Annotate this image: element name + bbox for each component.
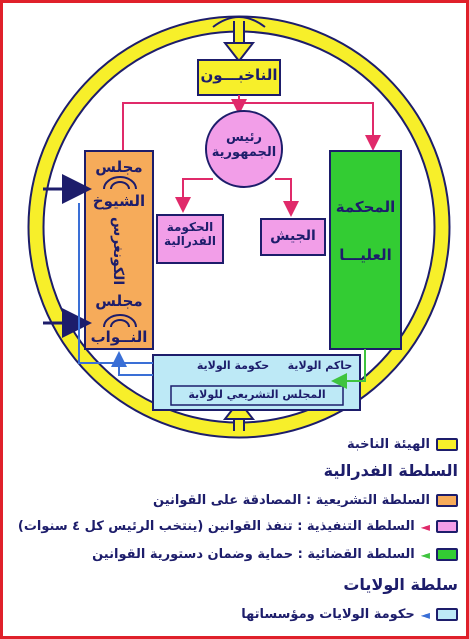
blue-arrow-icon: ◄ — [420, 607, 430, 622]
pink-arrow-icon: ◄ — [420, 519, 430, 534]
legend-states-text: حكومة الولايات ومؤسساتها — [241, 607, 415, 622]
legend-electoral-body: الهيئة الناخبة — [347, 437, 458, 452]
army-label: الجيش — [270, 228, 316, 244]
yellow-swatch — [436, 438, 458, 451]
supreme-court-label-1: المحكمة — [335, 198, 396, 216]
legend-federal-heading: السلطة الفدرالية — [323, 461, 458, 480]
legend-executive: ◄ السلطة التنفيذية : تنفذ القوانين (ينتخ… — [18, 519, 458, 534]
state-governor-label: حاكم الولاية — [287, 359, 353, 372]
orange-swatch — [436, 494, 458, 507]
state-legislature-label: المجلس التشريعي للولاية — [188, 388, 326, 401]
green-arrow-icon: ◄ — [420, 547, 430, 562]
legend-states-heading: سلطة الولايات — [343, 575, 458, 594]
diagram-graphics — [27, 15, 451, 439]
senate-label-1: مجلس — [95, 158, 143, 176]
president-label: رئيس الجمهورية — [211, 130, 277, 161]
legend-legislative: السلطة التشريعية : المصادقة على القوانين — [153, 493, 458, 508]
electorate-box — [197, 59, 281, 96]
electorate-label: الناخبـــون — [200, 66, 278, 84]
legend-judicial-text: السلطة القضائية : حماية وضمان دستورية ال… — [92, 547, 415, 562]
legend-states: ◄ حكومة الولايات ومؤسساتها — [241, 607, 458, 622]
president-text: رئيس الجمهورية — [211, 130, 277, 160]
legend-electoral-body-text: الهيئة الناخبة — [346, 437, 430, 452]
army-box — [260, 218, 326, 256]
house-label-1: مجلس — [95, 292, 143, 310]
federal-government-label: الحكومة الفدرالية — [164, 220, 216, 248]
legend: الهيئة الناخبة السلطة الفدرالية السلطة ا… — [3, 437, 458, 637]
federal-government-box — [156, 214, 224, 264]
green-swatch — [436, 548, 458, 561]
legend-legislative-text: السلطة التشريعية : المصادقة على القوانين — [153, 493, 430, 508]
president-circle — [205, 110, 283, 188]
light-blue-swatch — [436, 608, 458, 621]
pink-swatch — [436, 520, 458, 533]
state-legislature-box — [170, 385, 344, 406]
top-arrow — [222, 42, 256, 63]
congress-label: الكونغرس — [110, 216, 127, 286]
legend-judicial: ◄ السلطة القضائية : حماية وضمان دستورية … — [92, 547, 458, 562]
legend-executive-text: السلطة التنفيذية : تنفذ القوانين (ينتخب … — [17, 519, 415, 534]
state-government-label: حكومة الولاية — [196, 359, 270, 372]
house-label-2: النــواب — [90, 328, 148, 346]
supreme-court-box — [329, 150, 402, 350]
senate-label-2: الشيوخ — [92, 192, 146, 210]
supreme-court-label-2: العليـــا — [339, 246, 392, 264]
